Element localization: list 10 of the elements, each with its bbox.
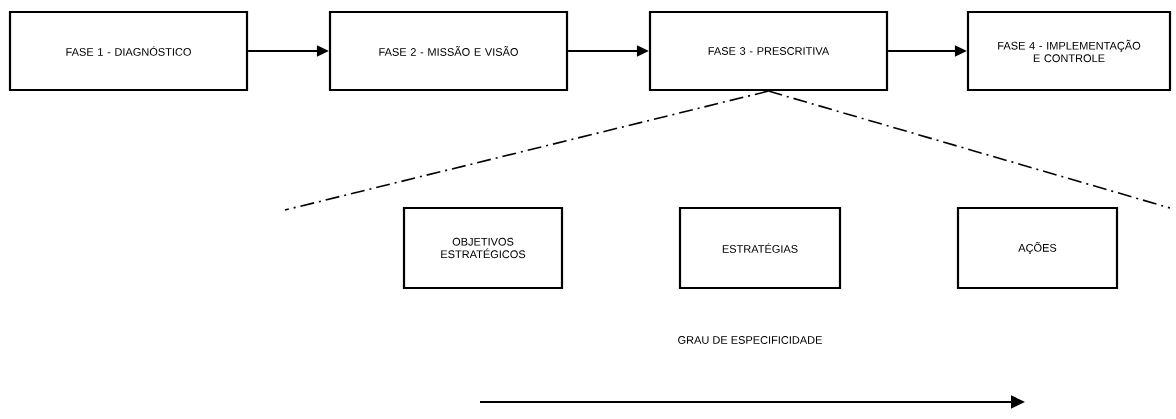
process-box: OBJETIVOS ESTRATÉGICOS [402,206,564,290]
process-box: FASE 3 - PRESCRITIVA [648,10,889,92]
process-box: FASE 4 - IMPLEMENTAÇÃO E CONTROLE [966,10,1172,92]
axis-label: GRAU DE ESPECIFICIDADE [678,336,822,344]
process-box: FASE 2 - MISSÃO E VISÃO [328,10,569,92]
dash-dot-line [767,90,1171,209]
process-box: ESTRATÉGIAS [678,206,842,290]
process-box: AÇÕES [956,206,1119,290]
process-box: FASE 1 - DIAGNÓSTICO [8,10,249,92]
dash-dot-line [284,90,770,211]
